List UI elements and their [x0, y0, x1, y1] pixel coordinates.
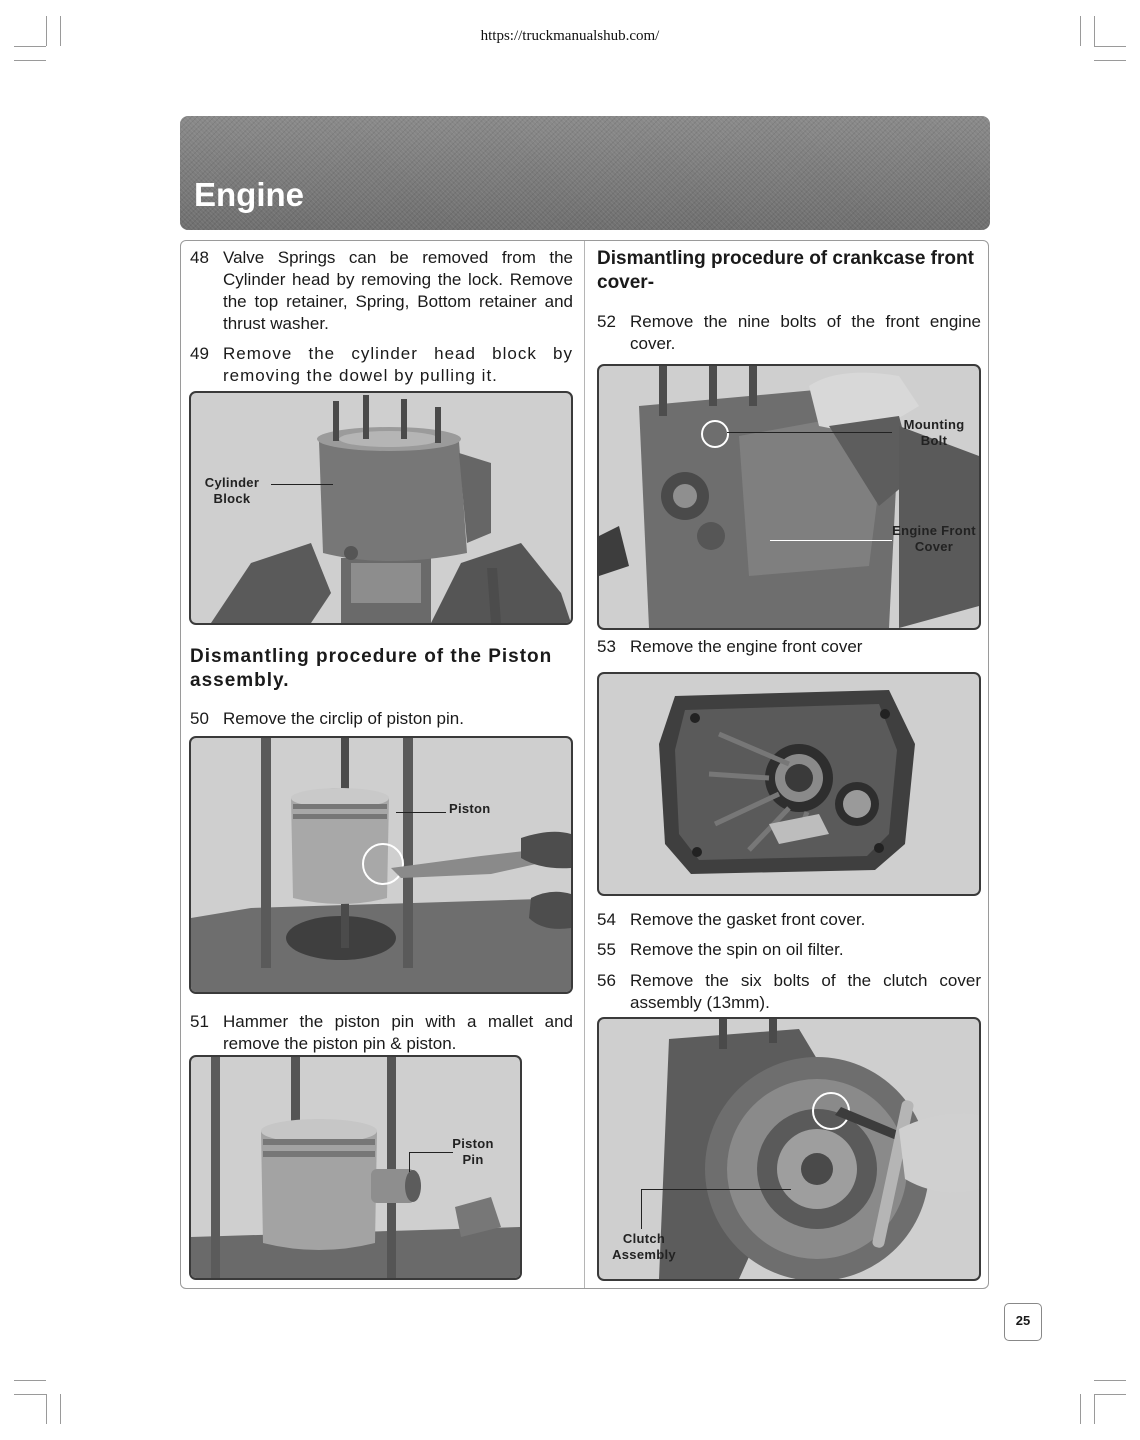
step-text: Valve Springs can be removed from the Cy…: [223, 248, 573, 333]
callout-leader: [396, 812, 446, 813]
step-50: 50 Remove the circlip of piston pin.: [190, 708, 573, 730]
callout-leader: [409, 1152, 410, 1172]
step-53: 53 Remove the engine front cover: [597, 636, 981, 658]
callout-clutch-assembly: Clutch Assembly: [612, 1231, 676, 1262]
crop-mark: [60, 16, 61, 46]
step-number: 53: [597, 637, 616, 656]
step-54: 54 Remove the gasket front cover.: [597, 909, 981, 931]
crop-mark: [1094, 16, 1095, 46]
front-cover-bolts-photo: [597, 364, 981, 630]
step-text: Remove the spin on oil filter.: [630, 940, 844, 959]
crop-mark: [1094, 60, 1126, 61]
callout-engine-front-cover: Engine Front Cover: [892, 523, 976, 554]
content-frame: [180, 240, 989, 1289]
crop-mark: [1080, 16, 1081, 46]
step-number: 51: [190, 1012, 209, 1031]
callout-mounting-bolt: Mounting Bolt: [903, 417, 965, 448]
crop-mark: [46, 16, 47, 46]
column-divider: [584, 241, 585, 1288]
crop-mark: [1094, 1394, 1095, 1424]
step-text: Remove the gasket front cover.: [630, 910, 866, 929]
engine-front-cover-illustration: [659, 690, 915, 874]
crop-mark: [46, 1394, 47, 1424]
step-number: 56: [597, 971, 616, 990]
step-text: Remove the circlip of piston pin.: [223, 709, 464, 728]
crop-mark: [1094, 1380, 1126, 1381]
callout-leader: [409, 1152, 453, 1153]
crop-mark: [14, 1380, 46, 1381]
section-banner: Engine: [180, 116, 990, 230]
step-text: Remove the six bolts of the clutch cover…: [630, 971, 981, 1012]
crop-mark: [14, 60, 46, 61]
step-text: Remove the cylinder head block by removi…: [223, 344, 573, 385]
piston-pin-illustration: [191, 1057, 520, 1278]
page-number: 25: [1004, 1303, 1042, 1341]
crop-mark: [1094, 46, 1126, 47]
heading-piston-assembly: Dismantling procedure of the Piston asse…: [190, 646, 553, 691]
callout-leader: [271, 484, 333, 485]
step-text: Remove the nine bolts of the front engin…: [630, 312, 981, 353]
step-56: 56 Remove the six bolts of the clutch co…: [597, 970, 981, 1014]
crop-mark: [1080, 1394, 1081, 1424]
callout-leader: [641, 1189, 642, 1229]
callout-piston-pin: Piston Pin: [452, 1136, 494, 1167]
callout-leader: [727, 432, 892, 433]
callout-leader: [770, 540, 892, 541]
step-number: 52: [597, 312, 616, 331]
heading-crankcase-front-cover: Dismantling procedure of crankcase front…: [597, 248, 974, 293]
crop-mark: [1094, 1394, 1126, 1395]
source-url[interactable]: https://truckmanualshub.com/: [480, 28, 660, 44]
step-number: 54: [597, 910, 616, 929]
piston-pin-photo: [189, 1055, 522, 1280]
step-text: Remove the engine front cover: [630, 637, 863, 656]
front-cover-bolts-illustration: [599, 366, 979, 628]
callout-leader: [641, 1189, 791, 1190]
step-number: 50: [190, 709, 209, 728]
crop-mark: [14, 1394, 46, 1395]
callout-cylinder-block: Cylinder Block: [204, 475, 260, 506]
step-48: 48 Valve Springs can be removed from the…: [190, 247, 573, 335]
crop-mark: [14, 46, 46, 47]
cylinder-block-photo: [189, 391, 573, 625]
clutch-assembly-illustration: [659, 1019, 979, 1279]
step-text: Hammer the piston pin with a mallet and …: [223, 1012, 573, 1053]
callout-piston: Piston: [449, 801, 491, 816]
piston-circlip-illustration: [191, 738, 571, 992]
engine-front-cover-photo: [597, 672, 981, 896]
step-number: 55: [597, 940, 616, 959]
piston-circlip-photo: [189, 736, 573, 994]
clutch-assembly-photo: [597, 1017, 981, 1281]
cylinder-block-illustration: [211, 395, 571, 623]
step-49: 49 Remove the cylinder head block by rem…: [190, 343, 573, 387]
step-number: 48: [190, 248, 209, 267]
step-55: 55 Remove the spin on oil filter.: [597, 939, 981, 961]
step-52: 52 Remove the nine bolts of the front en…: [597, 311, 981, 355]
section-title: Engine: [194, 176, 305, 213]
step-51: 51 Hammer the piston pin with a mallet a…: [190, 1011, 573, 1055]
crop-mark: [60, 1394, 61, 1424]
step-number: 49: [190, 344, 209, 363]
